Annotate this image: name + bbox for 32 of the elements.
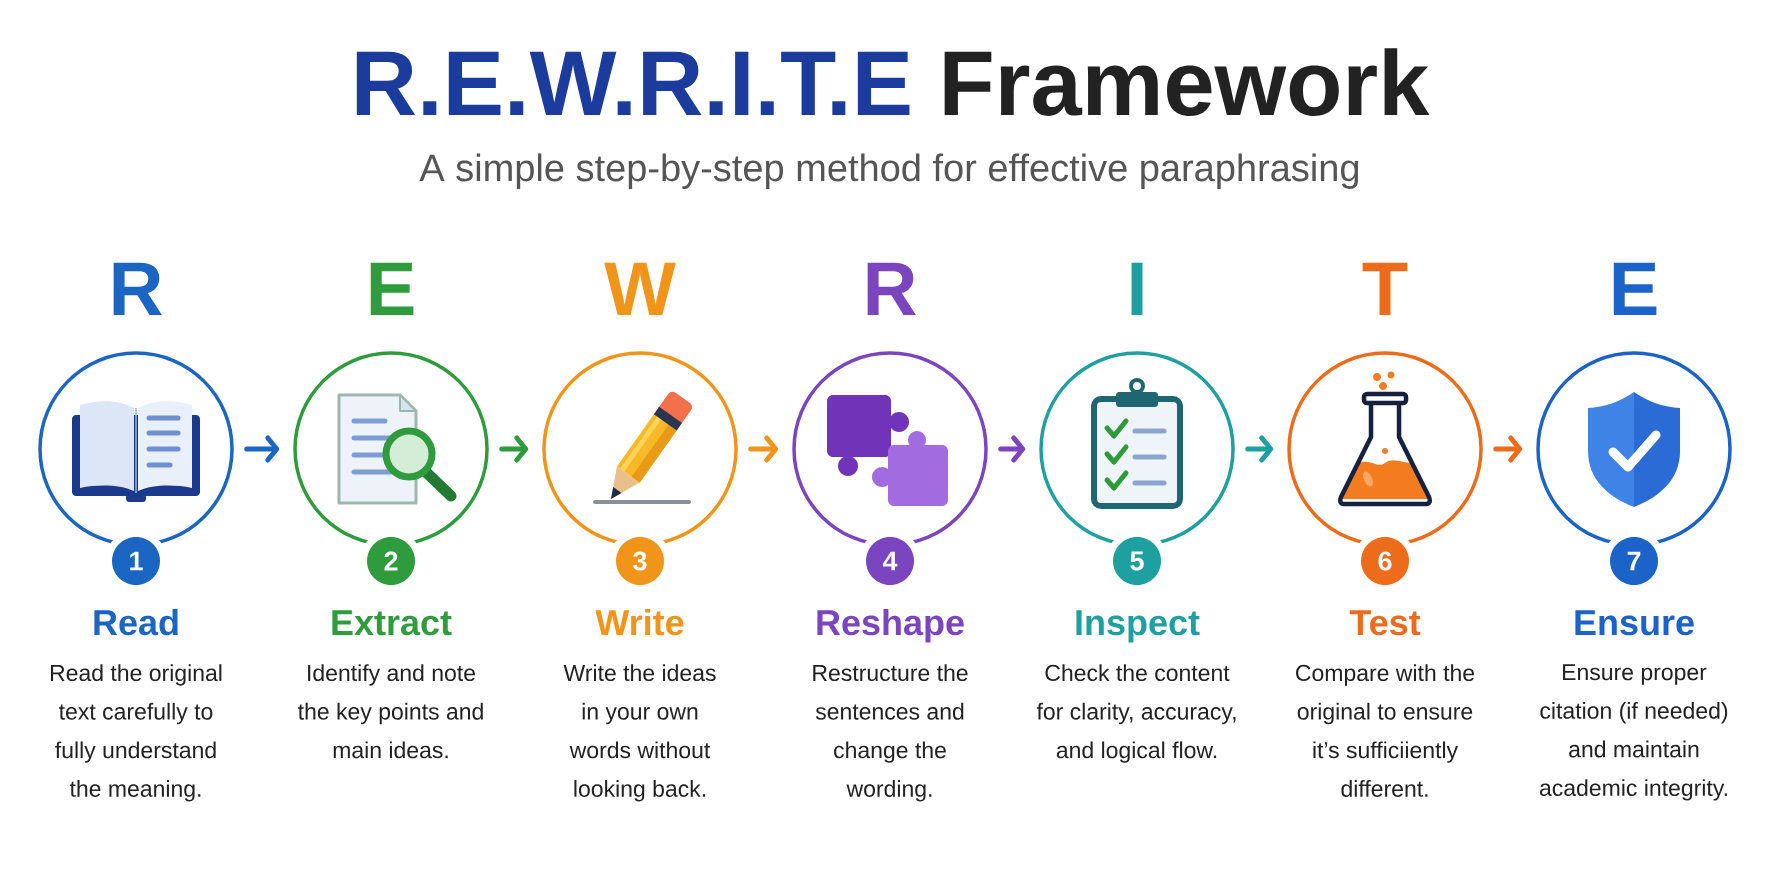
step-letter: T [1362, 262, 1408, 315]
arrow [244, 435, 280, 463]
step-letter: E [1613, 262, 1657, 315]
step-description: Check the content for clarity, accuracy, and logical flow. [1036, 664, 1236, 763]
step-letter: W [604, 262, 676, 315]
number-badge: 7 [1610, 537, 1658, 585]
step-description: Compare with the original to ensure it’s sufficiiently different. [1296, 664, 1475, 797]
step-title: Read [94, 608, 178, 636]
step-description: Write the ideas in your own words without looking back. [563, 664, 716, 802]
step-description: Read the original text carefully to fully understand the meaning. [50, 664, 222, 802]
step-title: Extract [332, 610, 452, 636]
title: R.E.W.R.I.T.E Framework [356, 48, 1430, 116]
step-title: Ensure [1575, 610, 1694, 636]
step-description: Identify and note the key points and main ideas. [298, 664, 483, 759]
number-badge: 2 [367, 537, 415, 585]
step-title: Reshape [817, 608, 964, 643]
step-description: Restructure the sentences and change the wording. [813, 664, 968, 802]
step-letter: R [113, 262, 162, 315]
number-badge: 4 [866, 537, 914, 585]
step-title: Test [1349, 610, 1421, 636]
number-badge: 3 [616, 537, 664, 585]
arrow [748, 435, 779, 463]
step-letter: E [370, 262, 414, 315]
number-badge: 6 [1361, 537, 1409, 585]
step-letter: R [867, 262, 916, 315]
step-letter: I [1131, 262, 1143, 315]
step-description: Ensure proper citation (if needed) and maintain academic integrity. [1539, 664, 1728, 801]
number-badge: 5 [1113, 537, 1161, 585]
subtitle: A simple step-by-step method for effective paraphrasing [419, 153, 1359, 189]
step-title: Write [595, 608, 684, 636]
number-badge: 1 [112, 537, 160, 585]
step-title: Inspect [1076, 610, 1200, 643]
